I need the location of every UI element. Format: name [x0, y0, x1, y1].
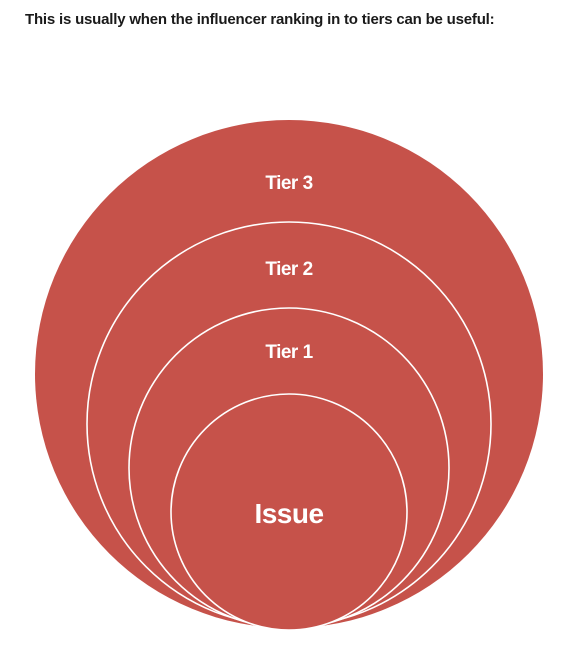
intro-heading: This is usually when the influencer rank…	[25, 11, 495, 28]
tier-2-label: Tier 2	[265, 259, 312, 280]
tier-3-label: Tier 3	[265, 173, 312, 194]
issue-circle	[170, 393, 408, 631]
issue-label: Issue	[254, 498, 323, 529]
tier-1-label: Tier 1	[265, 342, 313, 363]
